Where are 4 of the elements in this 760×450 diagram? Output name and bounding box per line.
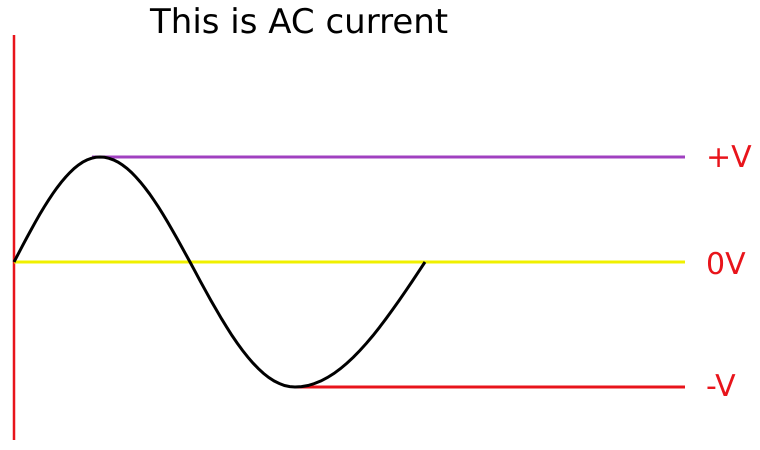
voltage-label: -V bbox=[706, 372, 736, 402]
voltage-label: 0V bbox=[706, 250, 746, 280]
title: This is AC current bbox=[150, 2, 448, 42]
voltage-label: +V bbox=[706, 143, 752, 173]
